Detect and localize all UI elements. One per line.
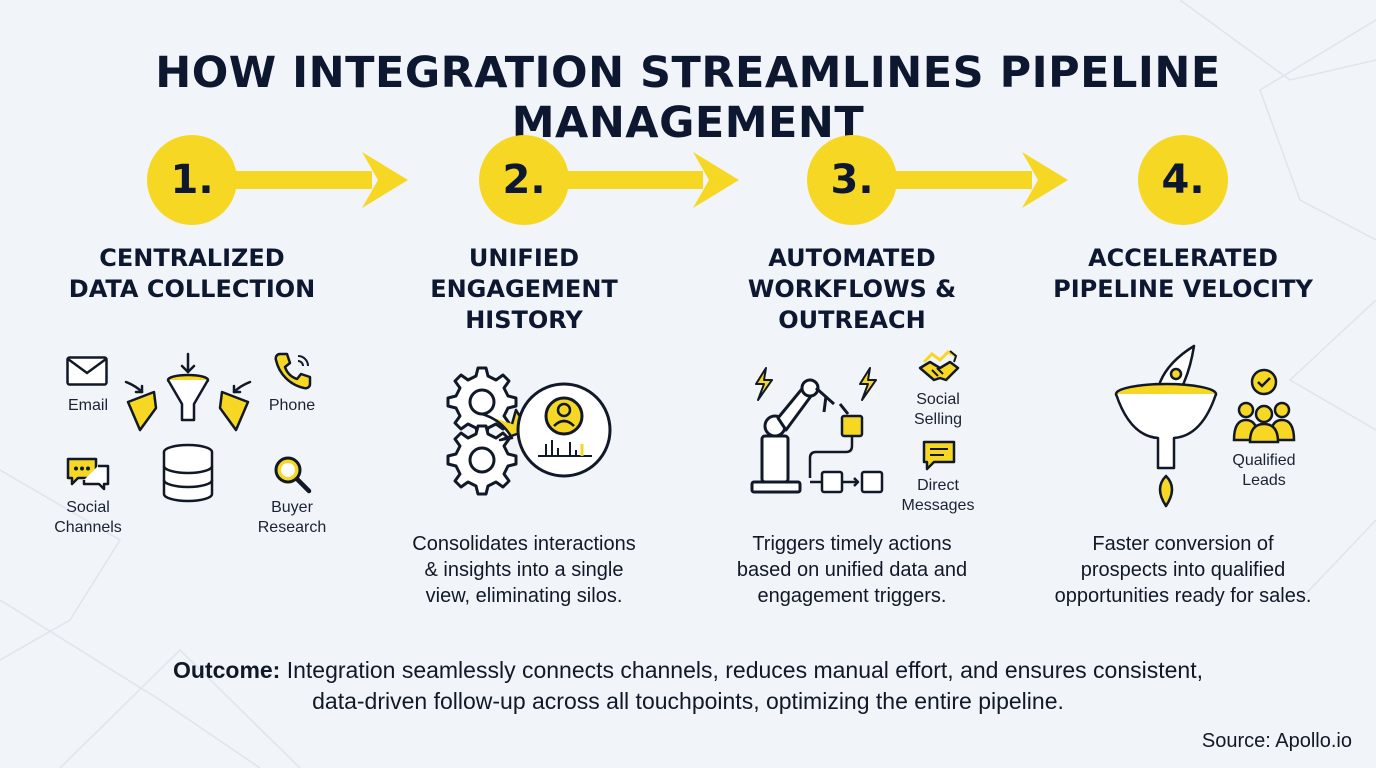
step-1-badge: 1. (147, 135, 237, 225)
page-title: HOW INTEGRATION STREAMLINES PIPELINE MAN… (155, 48, 1221, 148)
magnifier-icon (274, 456, 312, 494)
envelope-icon (66, 356, 108, 386)
email-label: Email (67, 397, 108, 414)
arrow-right-icon (892, 152, 1068, 208)
handshake-icon (918, 350, 960, 382)
step-4-badge: 4. (1138, 135, 1228, 225)
phone-icon (274, 352, 312, 390)
phone-label: Phone (268, 397, 316, 414)
arrow-right-icon (563, 152, 739, 208)
message-icon (922, 440, 956, 471)
step-2-description: Consolidates interactions& insights into… (412, 533, 636, 607)
arrow-right-icon (232, 152, 408, 208)
source-credit: Source: Apollo.io (1201, 730, 1352, 752)
outcome-statement: Outcome: Integration seamlessly connects… (0, 655, 1376, 717)
outcome-label: Outcome: (173, 657, 281, 683)
funnel-database-icon (124, 352, 252, 503)
people-check-icon (1232, 368, 1296, 444)
step-2-badge: 2. (479, 135, 569, 225)
robot-arm-icon (750, 367, 884, 494)
rocket-funnel-icon (1114, 344, 1218, 508)
chat-bubbles-icon (66, 457, 110, 491)
outcome-line-1: Integration seamlessly connects channels… (280, 657, 1203, 683)
gears-profile-icon (446, 366, 612, 496)
outcome-line-2: data-driven follow-up across all touchpo… (312, 688, 1064, 714)
step-3-badge: 3. (807, 135, 897, 225)
